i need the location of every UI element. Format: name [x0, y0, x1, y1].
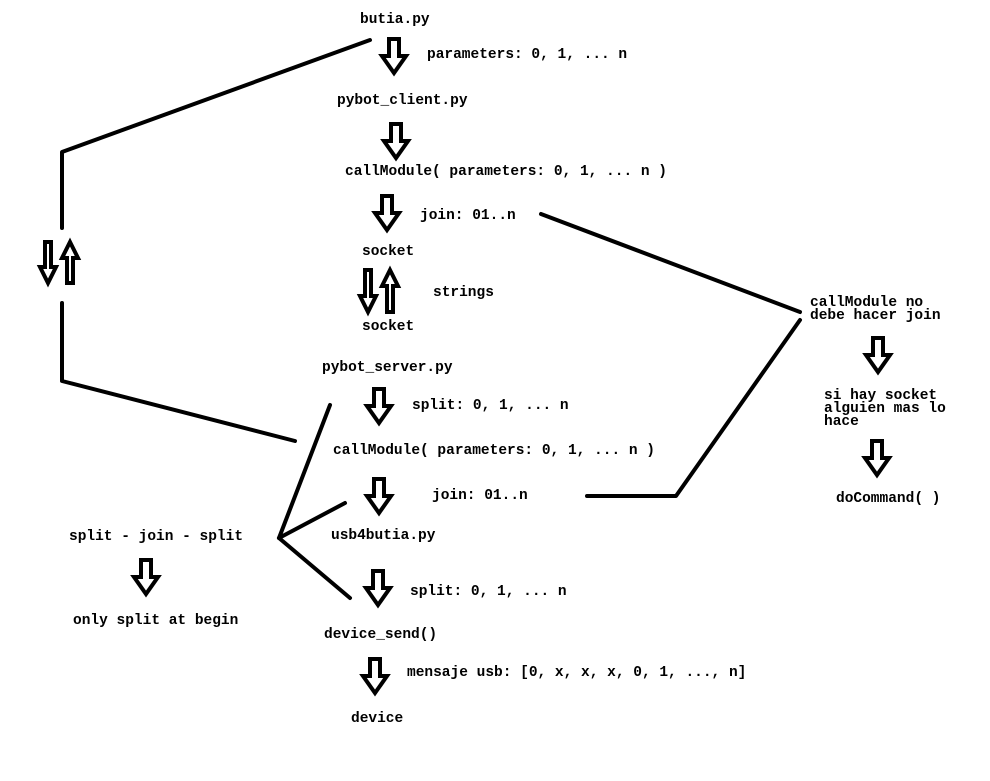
right-note-reason-line-1: si hay socket	[824, 388, 937, 404]
label-socket-server: socket	[362, 319, 414, 335]
label-callmodule-client: callModule( parameters: 0, 1, ... n )	[345, 164, 667, 180]
right-note-result: doCommand( )	[836, 491, 940, 507]
down-arrow-icon	[371, 194, 403, 234]
left-down-arrow-icon	[36, 240, 60, 288]
join-client-to-note-line	[539, 212, 802, 314]
right-note-rule-line-1: callModule no	[810, 295, 923, 311]
label-device-send: device_send()	[324, 627, 437, 643]
down-arrow-icon	[362, 569, 394, 609]
right-note-reason-line-2: alguien mas lo	[824, 401, 946, 417]
label-split-server: split: 0, 1, ... n	[412, 398, 569, 414]
left-note-top: split - join - split	[69, 529, 243, 545]
label-join-client: join: 01..n	[420, 208, 516, 224]
label-socket-client: socket	[362, 244, 414, 260]
label-join-server: join: 01..n	[432, 488, 528, 504]
label-parameters: parameters: 0, 1, ... n	[427, 47, 627, 63]
down-arrow-icon	[363, 387, 395, 427]
left-bracket-top-line	[60, 38, 372, 230]
branch-line-server	[277, 403, 332, 540]
down-arrow-icon	[862, 336, 894, 376]
label-mensaje-usb: mensaje usb: [0, x, x, x, 0, 1, ..., n]	[407, 665, 746, 681]
label-pybot-client: pybot_client.py	[337, 93, 468, 109]
branch-line-device-send	[277, 536, 352, 600]
left-bracket-bottom-line	[60, 301, 297, 443]
socket-up-arrow-icon	[378, 265, 402, 314]
down-arrow-icon	[380, 122, 412, 162]
down-arrow-icon	[359, 657, 391, 697]
socket-down-arrow-icon	[356, 268, 380, 317]
label-strings: strings	[433, 285, 494, 301]
branch-line-usb	[277, 501, 347, 540]
right-note-rule-line-2: debe hacer join	[810, 308, 941, 324]
label-device: device	[351, 711, 403, 727]
label-callmodule-server: callModule( parameters: 0, 1, ... n )	[333, 443, 655, 459]
note-to-join-server-line	[585, 318, 802, 498]
down-arrow-icon	[363, 477, 395, 517]
down-arrow-icon	[861, 439, 893, 479]
left-up-arrow-icon	[58, 237, 82, 285]
left-note-bottom: only split at begin	[73, 613, 238, 629]
label-butia: butia.py	[360, 12, 430, 28]
down-arrow-icon	[130, 558, 162, 598]
label-usb4butia: usb4butia.py	[331, 528, 436, 544]
right-note-reason-line-3: hace	[824, 414, 859, 430]
down-arrow-icon	[378, 37, 410, 77]
label-split-usb: split: 0, 1, ... n	[410, 584, 567, 600]
label-pybot-server: pybot_server.py	[322, 360, 453, 376]
